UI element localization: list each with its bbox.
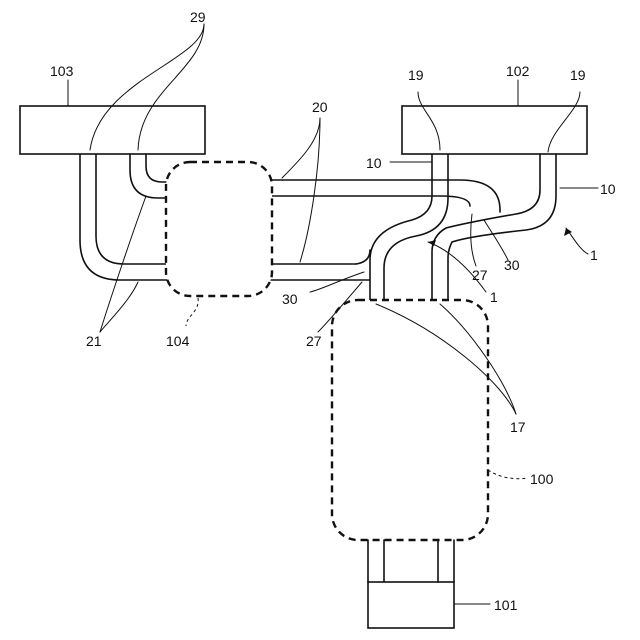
ref-label-102: 102 [506,63,530,79]
pipe-10-group [356,154,556,300]
component-102-box [402,106,587,154]
ref-label-27-right: 27 [472,267,488,283]
ref-label-101: 101 [494,597,518,613]
ref-label-104: 104 [166,333,190,349]
component-104-dashed-box [166,162,272,296]
component-103-box [20,106,205,154]
ref-label-19-left: 19 [408,67,424,83]
ref-label-1-center: 1 [490,289,498,305]
ref-label-19-right: 19 [570,67,586,83]
ref-label-21: 21 [86,333,102,349]
ref-label-10-left: 10 [366,155,382,171]
component-101-box [368,582,454,628]
ref-label-10-right: 10 [600,181,616,197]
ref-label-30-right: 30 [504,257,520,273]
ref-label-100: 100 [530,471,554,487]
ref-label-17: 17 [510,419,526,435]
pipe-21-group [80,154,168,280]
ref-label-1-right: 1 [590,247,598,263]
ref-label-20: 20 [312,99,328,115]
ref-label-103: 103 [50,63,74,79]
pipe-20-group [270,180,500,280]
component-100-dashed-box [332,300,488,540]
ref-label-29: 29 [190,9,206,25]
ref-label-27-left: 27 [306,333,322,349]
component-101 [368,540,454,628]
ref-label-30-left: 30 [282,291,298,307]
